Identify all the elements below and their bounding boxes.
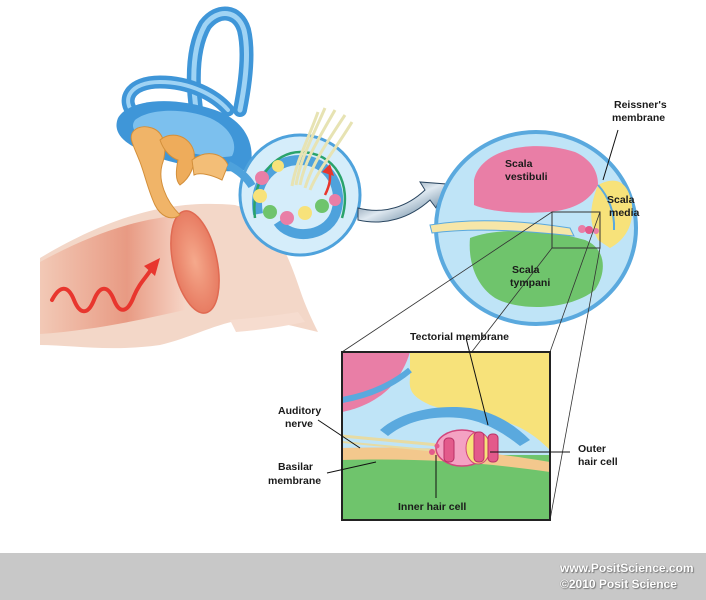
sound-wave-icon <box>50 258 160 314</box>
label-auditory-nerve-l2: nerve <box>285 418 313 430</box>
footer-bar: www.PositScience.com ©2010 Posit Science <box>0 553 706 600</box>
label-scala-media-l1: Scala <box>607 194 635 206</box>
label-scala-media-l2: media <box>609 207 640 219</box>
scala-media-region <box>591 180 633 248</box>
label-reissners-membrane-l2: membrane <box>612 112 665 124</box>
label-scala-tympani-l2: tympani <box>510 277 550 289</box>
leader-lines <box>317 129 619 498</box>
cochlear-nerve-fibers <box>290 107 354 191</box>
label-outer-hair-cell-l2: hair cell <box>578 456 618 468</box>
label-tectorial-membrane: Tectorial membrane <box>410 331 509 343</box>
label-basilar-membrane-l1: Basilar <box>278 461 313 473</box>
skin-flap <box>230 312 305 332</box>
curved-arrow-icon <box>357 181 447 223</box>
ossicles <box>130 126 229 219</box>
vestibule-bridge <box>226 161 256 189</box>
eardrum <box>170 210 220 314</box>
label-outer-hair-cell-l1: Outer <box>578 443 606 455</box>
label-reissners-membrane-l1: Reissner's <box>614 99 667 111</box>
ear-canal <box>40 203 318 349</box>
label-scala-vestibuli-l1: Scala <box>505 158 533 170</box>
hair-cells-cluster <box>429 429 499 467</box>
label-scala-vestibuli-l2: vestibuli <box>505 171 548 183</box>
footer-website: www.PositScience.com <box>560 561 694 575</box>
label-basilar-membrane-l2: membrane <box>268 475 321 487</box>
footer-copyright: ©2010 Posit Science <box>560 577 677 591</box>
label-auditory-nerve-l1: Auditory <box>278 405 321 417</box>
organ-of-corti-mini <box>578 225 599 234</box>
diagram-labels: Reissner's membrane Scala vestibuli Scal… <box>268 99 667 513</box>
zoom-selection-box <box>551 211 601 249</box>
scala-vestibuli-region <box>474 146 598 213</box>
label-scala-tympani-l1: Scala <box>512 264 540 276</box>
cochlea <box>238 107 362 257</box>
label-inner-hair-cell: Inner hair cell <box>398 501 466 513</box>
cochlea-segments <box>253 160 341 225</box>
organ-of-corti-zoom-panel <box>341 351 551 521</box>
cochlea-cross-section <box>429 130 638 326</box>
